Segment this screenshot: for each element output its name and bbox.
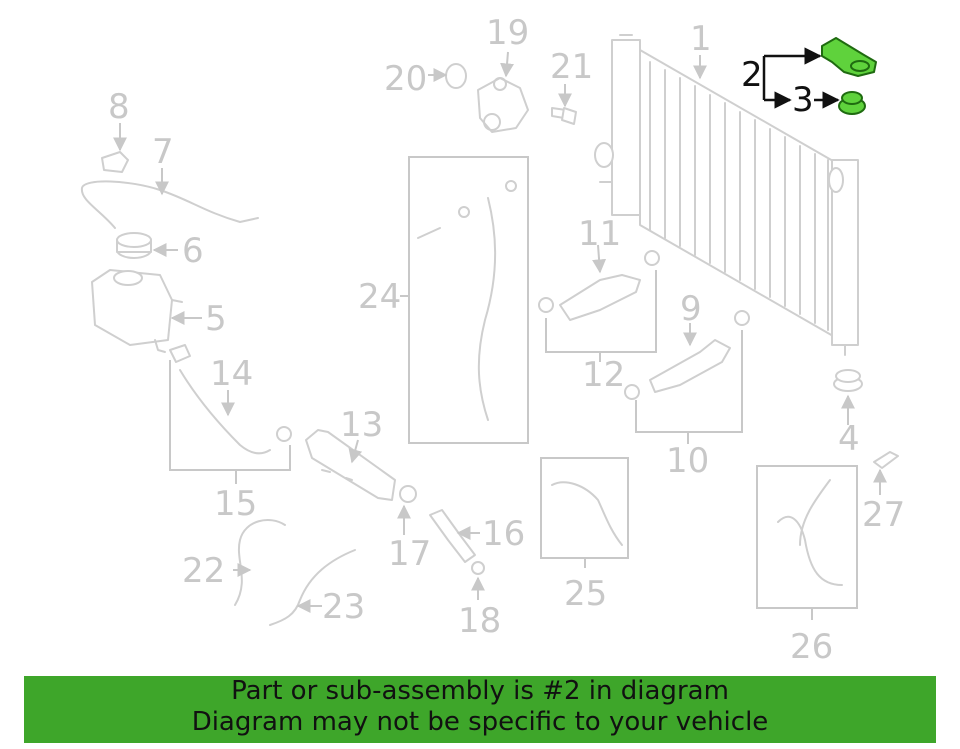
coolant-reservoir-part bbox=[91, 269, 183, 353]
box-25 bbox=[540, 457, 629, 559]
thermostat-housing-part bbox=[477, 77, 529, 133]
banner-line-part-number: Part or sub-assembly is #2 in diagram bbox=[231, 676, 729, 706]
callout-12: 12 bbox=[582, 355, 625, 395]
cooler-line-part bbox=[551, 481, 623, 546]
callout-27: 27 bbox=[862, 495, 905, 535]
reservoir-hose-part bbox=[179, 369, 271, 455]
banner-line-disclaimer: Diagram may not be specific to your vehi… bbox=[191, 707, 769, 737]
part-info-banner: Part or sub-assembly is #2 in diagram Di… bbox=[24, 676, 936, 743]
callout-21: 21 bbox=[550, 47, 593, 87]
radiator-mount-insulator-highlighted bbox=[838, 91, 866, 115]
callout-13: 13 bbox=[340, 405, 383, 445]
callout-10: 10 bbox=[666, 441, 709, 481]
bolt-part-2 bbox=[417, 227, 441, 239]
washer-part-2 bbox=[505, 180, 517, 192]
cooler-line-part-2 bbox=[777, 479, 843, 586]
clip-part bbox=[101, 151, 129, 173]
callout-18: 18 bbox=[458, 601, 501, 641]
callout-11: 11 bbox=[578, 214, 621, 254]
reservoir-hose-part-edge bbox=[169, 344, 191, 363]
radiator-upper-mount-bracket-highlighted bbox=[821, 37, 877, 77]
box-26 bbox=[756, 465, 858, 609]
callout-3: 3 bbox=[792, 80, 814, 120]
callout-17: 17 bbox=[388, 534, 431, 574]
callout-19: 19 bbox=[486, 13, 529, 53]
bracket-hole bbox=[850, 60, 870, 72]
radiator-mount-part bbox=[833, 369, 863, 392]
callout-9: 9 bbox=[680, 289, 702, 329]
washer-part bbox=[458, 206, 470, 218]
box-24 bbox=[408, 156, 529, 444]
callout-7: 7 bbox=[152, 132, 174, 172]
callout-6: 6 bbox=[182, 231, 204, 271]
oil-cooler-line-part bbox=[477, 197, 497, 421]
callout-8: 8 bbox=[108, 87, 130, 127]
callout-1: 1 bbox=[690, 19, 712, 59]
bypass-hose-part bbox=[429, 509, 476, 563]
parts-diagram: 1 2 3 4 5 6 7 8 9 10 11 12 13 14 15 16 1… bbox=[80, 13, 905, 667]
vent-hose-part bbox=[80, 180, 259, 229]
hose-clamp-part bbox=[538, 297, 554, 313]
hose-clamp-part bbox=[624, 384, 640, 400]
radiator-part bbox=[594, 34, 859, 356]
hose-clamp-part bbox=[276, 426, 292, 442]
callout-20: 20 bbox=[384, 59, 427, 99]
lower-hose-part bbox=[649, 339, 731, 393]
hose-clamp-part bbox=[471, 561, 485, 575]
callout-25: 25 bbox=[564, 574, 607, 614]
callout-23: 23 bbox=[322, 587, 365, 627]
coolant-pipe-part bbox=[305, 429, 396, 501]
heater-hose-part bbox=[234, 519, 286, 606]
hose-clamp-part bbox=[399, 485, 417, 503]
callout-14: 14 bbox=[210, 354, 253, 394]
callout-16: 16 bbox=[482, 514, 525, 554]
hose-clamp-part bbox=[734, 310, 750, 326]
callout-2: 2 bbox=[741, 55, 763, 95]
callout-22: 22 bbox=[182, 551, 225, 591]
callout-15: 15 bbox=[214, 484, 257, 524]
bolt-part bbox=[551, 107, 577, 125]
seal-ring-part bbox=[445, 63, 467, 89]
callout-26: 26 bbox=[790, 627, 833, 667]
callout-24: 24 bbox=[358, 277, 401, 317]
hose-clamp-part bbox=[644, 250, 660, 266]
reservoir-cap-part bbox=[116, 232, 152, 259]
callout-4: 4 bbox=[838, 419, 860, 459]
callout-5: 5 bbox=[205, 299, 227, 339]
mount-bolt-part bbox=[873, 451, 899, 469]
upper-hose-part bbox=[559, 274, 641, 321]
